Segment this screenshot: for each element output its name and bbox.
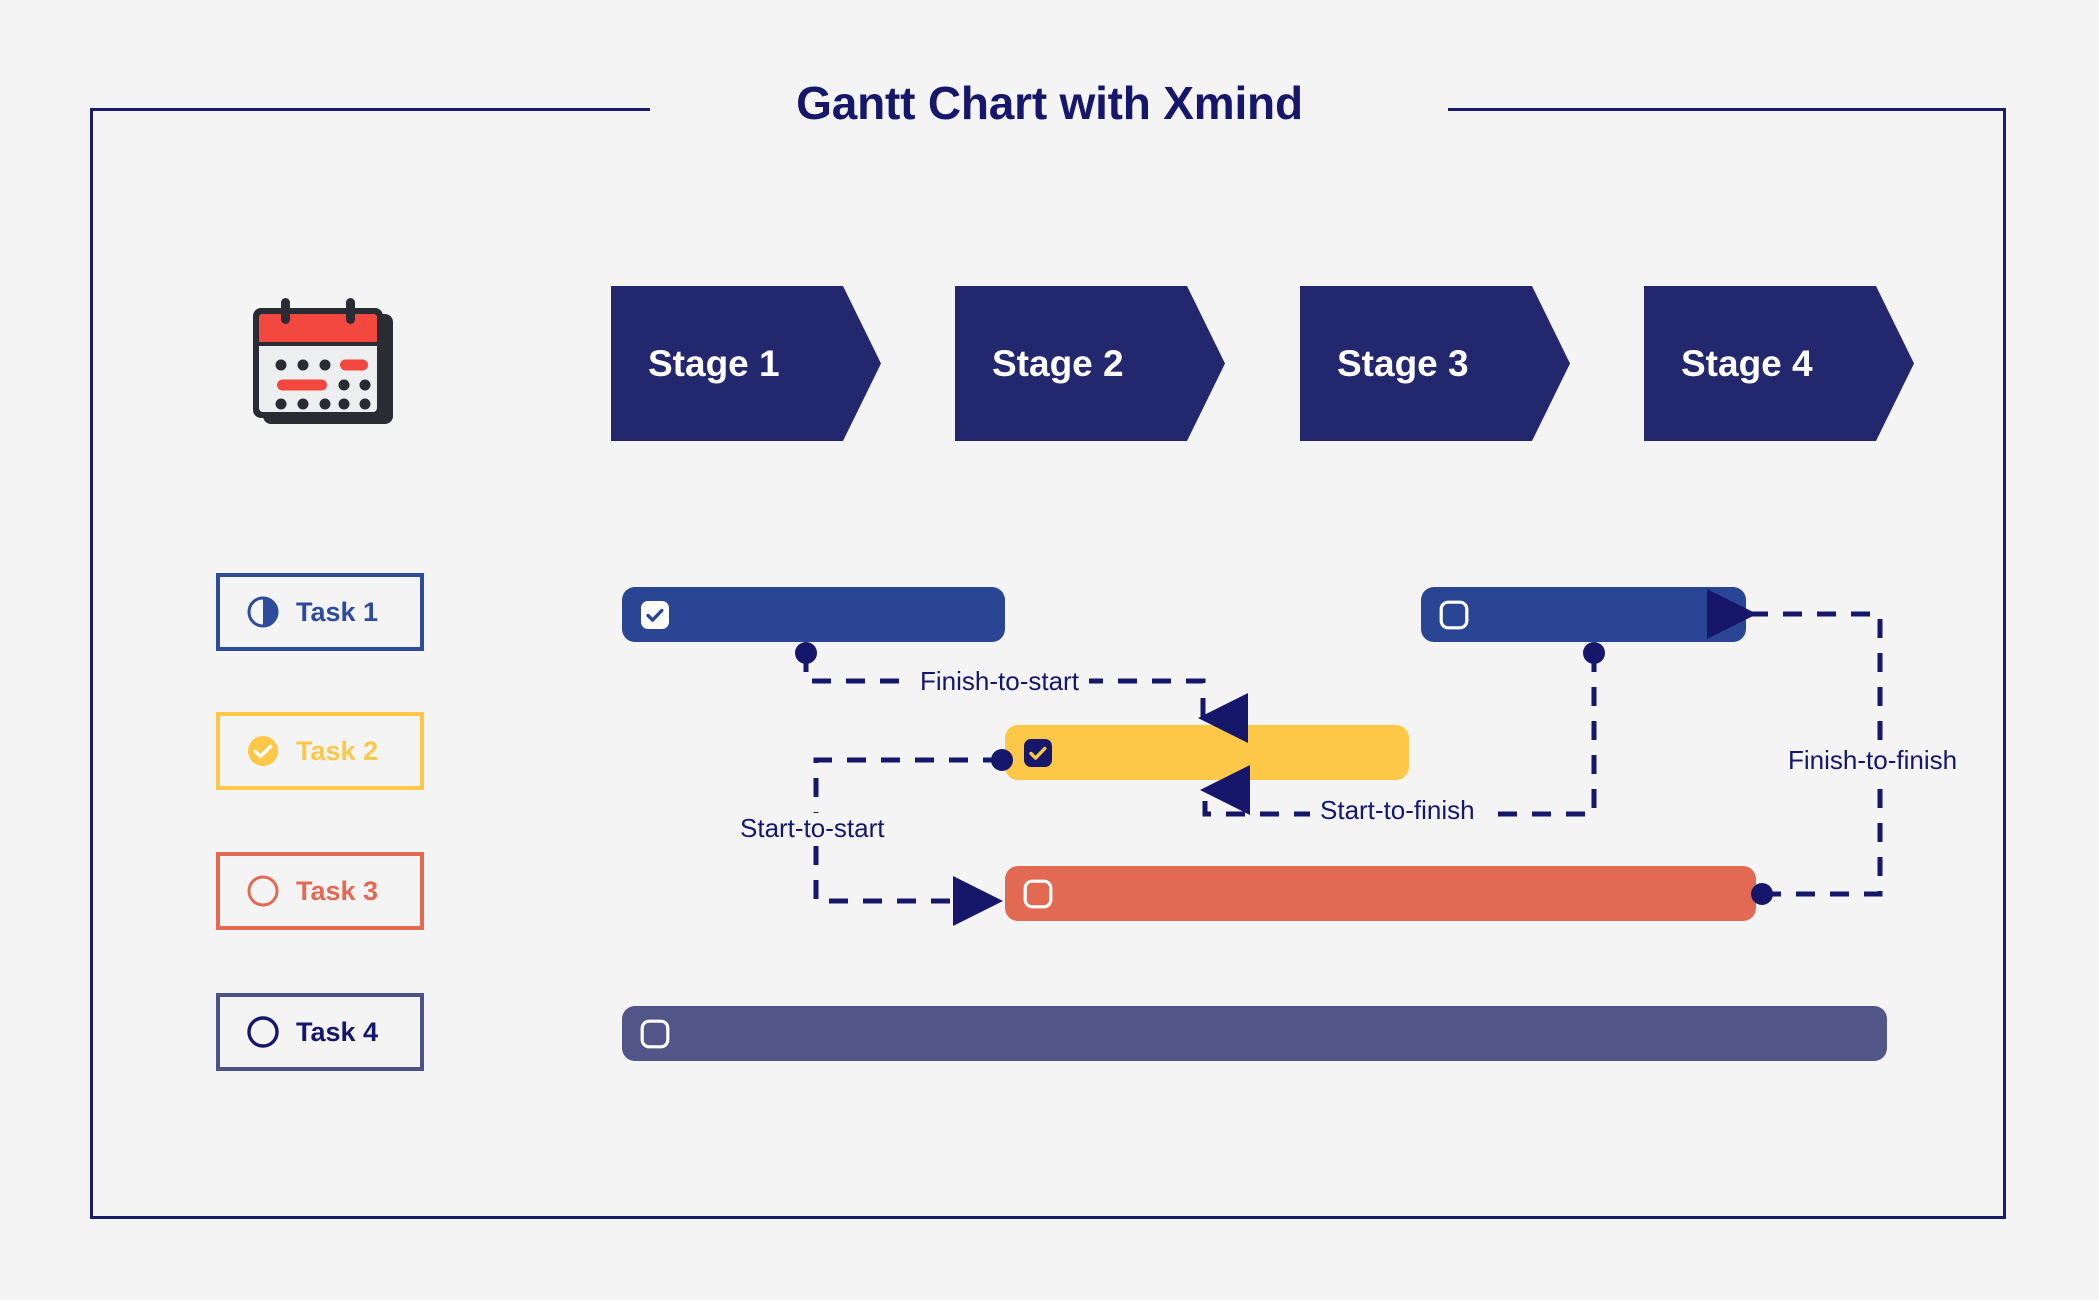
- stage-label: Stage 4: [1681, 342, 1813, 384]
- empty-circle-icon: [247, 875, 279, 907]
- half-filled-circle-icon: [247, 596, 279, 628]
- gantt-bar-task-4[interactable]: [622, 1006, 1887, 1061]
- task-legend-task-4[interactable]: Task 4: [216, 993, 424, 1071]
- frame-border-top-left: [90, 108, 650, 111]
- frame-border-bottom: [90, 1216, 2006, 1219]
- task-legend-label: Task 1: [296, 596, 379, 627]
- frame-border-right: [2003, 108, 2006, 1219]
- page-title: Gantt Chart with Xmind: [796, 77, 1303, 129]
- checkbox-checked-icon[interactable]: [1023, 738, 1053, 768]
- stage-chevron-4[interactable]: Stage 4: [1644, 286, 1914, 441]
- stage-label: Stage 1: [648, 342, 780, 384]
- checkbox-unchecked-icon[interactable]: [1023, 879, 1053, 909]
- gantt-bar-task-1-segment-1[interactable]: [622, 587, 1005, 642]
- task-legend-task-2[interactable]: Task 2: [216, 712, 424, 790]
- connector-label-start-to-start: Start-to-start: [730, 813, 895, 844]
- frame-border-left: [90, 108, 93, 1219]
- connector-label-finish-to-finish: Finish-to-finish: [1778, 745, 1968, 776]
- task-legend-task-3[interactable]: Task 3: [216, 852, 424, 930]
- task-legend-label: Task 4: [296, 1016, 379, 1047]
- connector-label-start-to-finish: Start-to-finish: [1310, 795, 1485, 826]
- calendar-icon: [245, 292, 400, 432]
- checkbox-unchecked-icon[interactable]: [1439, 600, 1469, 630]
- check-circle-filled-icon: [248, 736, 278, 766]
- stage-chevron-1[interactable]: Stage 1: [611, 286, 881, 441]
- connector-label-finish-to-start: Finish-to-start: [910, 666, 1089, 697]
- task-legend-label: Task 2: [296, 735, 379, 766]
- stage-chevron-3[interactable]: Stage 3: [1300, 286, 1570, 441]
- checkbox-checked-icon[interactable]: [640, 600, 670, 630]
- gantt-bar-task-1-segment-2[interactable]: [1421, 587, 1746, 642]
- task-legend-task-1[interactable]: Task 1: [216, 573, 424, 651]
- empty-circle-icon: [247, 1016, 279, 1048]
- task-legend-label: Task 3: [296, 875, 379, 906]
- stage-chevron-2[interactable]: Stage 2: [955, 286, 1225, 441]
- gantt-bar-task-2[interactable]: [1005, 725, 1409, 780]
- stage-label: Stage 3: [1337, 342, 1469, 384]
- gantt-bar-task-3[interactable]: [1005, 866, 1756, 921]
- frame-border-top-right: [1448, 108, 2006, 111]
- stage-label: Stage 2: [992, 342, 1124, 384]
- checkbox-unchecked-icon[interactable]: [640, 1019, 670, 1049]
